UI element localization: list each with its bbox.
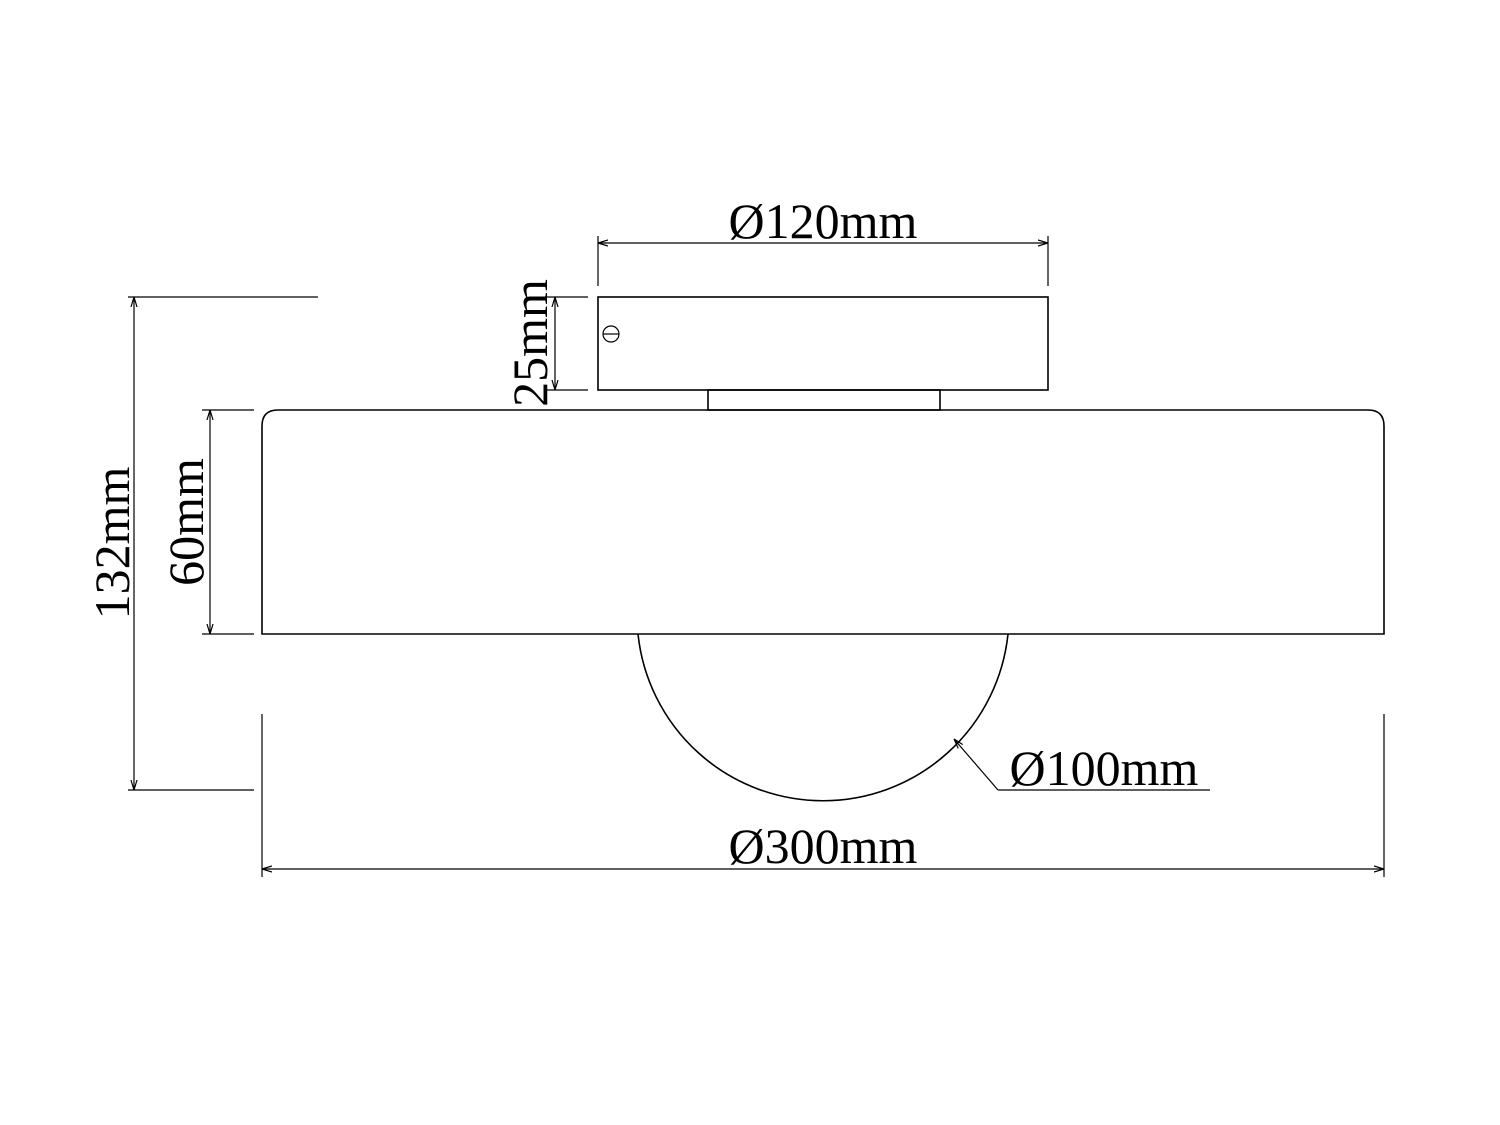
globe-body	[637, 633, 1009, 802]
shade-body	[261, 409, 1385, 635]
label-canopy-height: 25mm	[502, 279, 558, 407]
label-shade-diameter: Ø300mm	[729, 818, 918, 874]
label-total-height: 132mm	[84, 467, 140, 620]
label-globe-diameter: Ø100mm	[1010, 740, 1199, 796]
dim-globe-leader	[954, 739, 999, 791]
canopy-connector	[707, 389, 941, 411]
label-shade-height: 60mm	[158, 458, 214, 586]
label-canopy-diameter: Ø120mm	[729, 193, 918, 249]
canopy-body	[597, 296, 1049, 391]
